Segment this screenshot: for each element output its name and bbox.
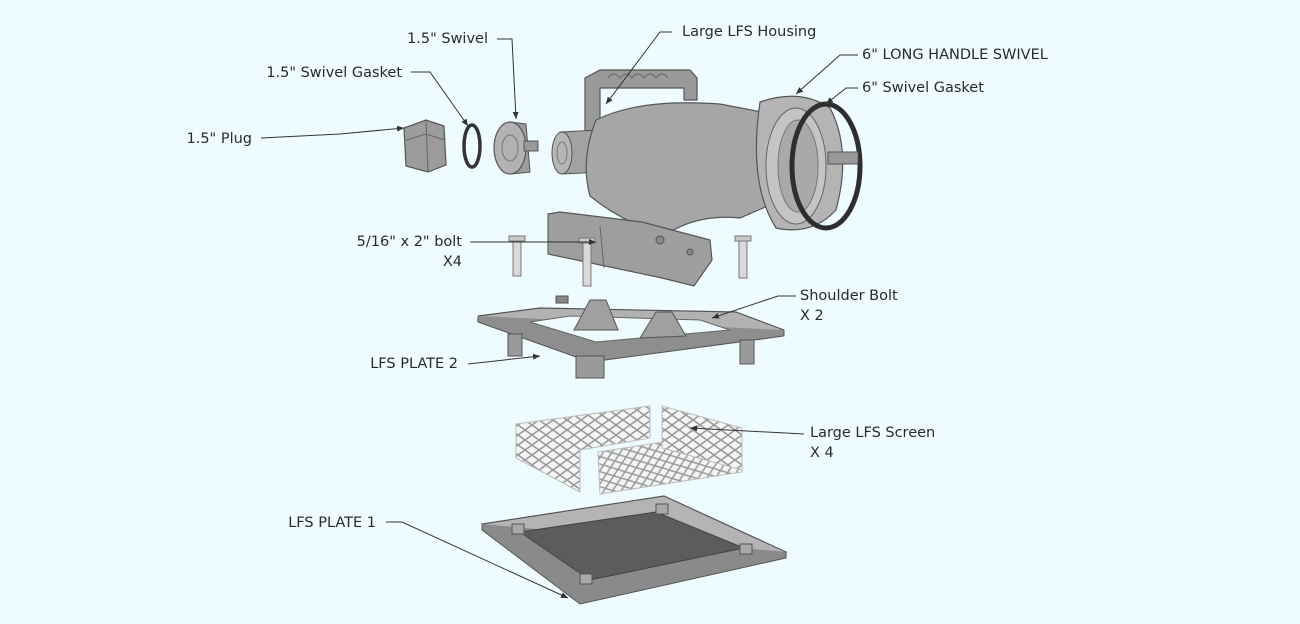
- swivel-gasket-15-part: [462, 123, 482, 169]
- large-lfs-housing-part: [547, 69, 776, 287]
- label-plug-15: 1.5" Plug: [186, 131, 252, 147]
- label-bolt-line2: X4: [442, 254, 462, 270]
- label-screen-line1: Large LFS Screen: [810, 425, 936, 441]
- label-swivel-gasket-6: 6" Swivel Gasket: [862, 80, 984, 96]
- swivel-15-part: [493, 121, 539, 175]
- label-shoulder-bolt-line1: Shoulder Bolt: [800, 288, 898, 304]
- label-lfs-plate-1: LFS PLATE 1: [288, 515, 376, 531]
- label-bolt-line1: 5/16" x 2" bolt: [356, 234, 462, 250]
- lfs-screens-part: [515, 405, 743, 495]
- label-lfs-plate-2: LFS PLATE 2: [370, 356, 458, 372]
- plug-15-part: [403, 119, 447, 173]
- label-bolt: 5/16" x 2" bolt X4: [330, 232, 462, 272]
- lfs-plate-2-part: [477, 299, 785, 379]
- label-swivel-15: 1.5" Swivel: [407, 31, 488, 47]
- label-swivel-gasket-15: 1.5" Swivel Gasket: [266, 65, 402, 81]
- label-large-lfs-screen: Large LFS Screen X 4: [810, 423, 935, 463]
- bolts-part: [508, 235, 752, 287]
- label-shoulder-bolt: Shoulder Bolt X 2: [800, 286, 898, 326]
- long-handle-swivel-6-part: [755, 95, 844, 231]
- label-long-handle-swivel-6: 6" LONG HANDLE SWIVEL: [862, 47, 1048, 63]
- label-large-lfs-housing: Large LFS Housing: [682, 24, 817, 40]
- swivel-handle-stub: [827, 151, 859, 165]
- lfs-plate-1-part: [480, 495, 788, 605]
- label-shoulder-bolt-line2: X 2: [800, 308, 824, 324]
- label-screen-line2: X 4: [810, 445, 834, 461]
- leader-lines: [260, 31, 858, 599]
